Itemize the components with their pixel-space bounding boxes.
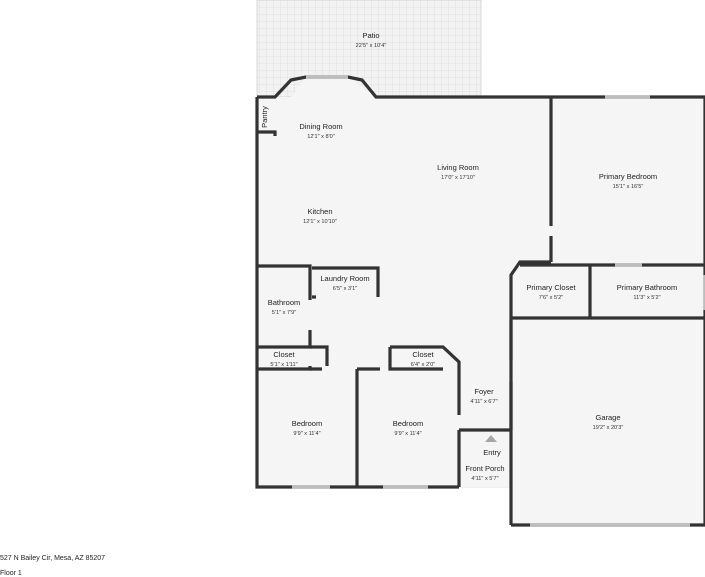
- bedroom-wall: [355, 345, 461, 487]
- closet-1-name: Closet: [273, 350, 295, 359]
- living-room-name: Living Room: [437, 163, 479, 172]
- garage-name: Garage: [595, 413, 620, 422]
- laundry-room-dims: 6'5" x 3'1": [333, 286, 357, 292]
- laundry-room-name: Laundry Room: [320, 274, 369, 283]
- foyer-dims: 4'11" x 6'7": [470, 399, 497, 405]
- dining-room-dims: 12'1" x 8'0": [307, 134, 335, 140]
- closet-1-wall: [310, 345, 329, 371]
- floor-label: Floor 1: [0, 570, 22, 577]
- entry-name: Entry: [483, 448, 501, 457]
- closet-2-name: Closet: [412, 350, 434, 359]
- patio-dims: 22'5" x 10'4": [356, 43, 387, 49]
- primary-bathroom-dims: 11'3" x 5'2": [633, 295, 660, 301]
- bathroom-name: Bathroom: [268, 298, 301, 307]
- closet-1-dims: 5'1" x 1'11": [270, 362, 297, 368]
- closet-2-dims: 6'4" x 2'0": [411, 362, 435, 368]
- pantry-name: Pantry: [260, 106, 269, 128]
- primary-bedroom-dims: 15'1" x 16'5": [613, 184, 644, 190]
- bathroom-dims: 5'1" x 7'9": [272, 310, 296, 316]
- property-address: 527 N Bailey Cir, Mesa, AZ 85207: [0, 555, 106, 562]
- primary-closet-name: Primary Closet: [526, 283, 576, 292]
- living-room-dims: 17'0" x 17'10": [441, 175, 475, 181]
- patio-name: Patio: [362, 31, 379, 40]
- house-floor: [257, 77, 705, 527]
- front-porch-dims: 4'11" x 5'7": [471, 476, 498, 482]
- primary-closet-dims: 7'6" x 5'2": [539, 295, 563, 301]
- front-porch-name: Front Porch: [465, 464, 504, 473]
- bedroom-1-dims: 9'9" x 11'4": [293, 431, 320, 437]
- primary-suite-wall: [509, 260, 705, 320]
- bedroom-1-name: Bedroom: [292, 419, 322, 428]
- primary-bathroom-name: Primary Bathroom: [617, 283, 677, 292]
- bedroom-2-name: Bedroom: [393, 419, 423, 428]
- kitchen-name: Kitchen: [307, 207, 332, 216]
- laundry-wall: [312, 266, 380, 299]
- windows: [292, 75, 705, 489]
- kitchen-dims: 12'1" x 10'10": [303, 219, 337, 225]
- bedroom-2-dims: 9'9" x 11'4": [394, 431, 421, 437]
- garage-dims: 19'2" x 20'3": [593, 425, 624, 431]
- entry-arrow-icon: [485, 435, 497, 442]
- foyer-name: Foyer: [474, 387, 494, 396]
- primary-bedroom-name: Primary Bedroom: [599, 172, 657, 181]
- pantry-wall: [257, 130, 277, 136]
- dining-room-name: Dining Room: [299, 122, 342, 131]
